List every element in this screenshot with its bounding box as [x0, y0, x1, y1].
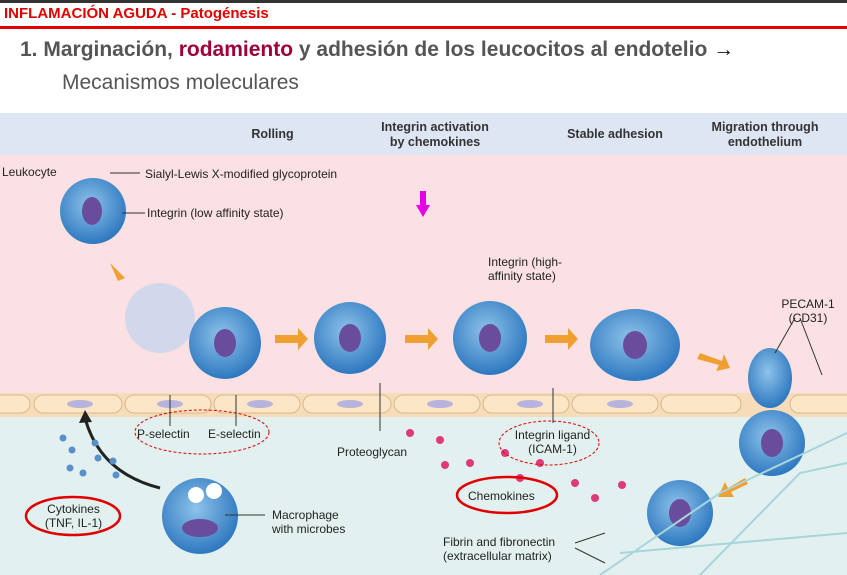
arrow-icon: →	[713, 38, 735, 61]
endothelium	[0, 393, 847, 417]
stage-migration: Migration through endothelium	[711, 120, 819, 149]
label-integrin-high: Integrin (high-affinity state)	[488, 255, 563, 283]
label-cytokines: Cytokines (TNF, IL-1)	[44, 502, 103, 530]
leukocyte-cells	[60, 178, 805, 554]
chemokine-dots	[406, 429, 626, 502]
divider	[0, 26, 847, 29]
label-fibrin: Fibrin and fibronectin (extracellular ma…	[443, 535, 556, 563]
stage-rolling: Rolling	[251, 127, 294, 141]
leader-lines	[110, 172, 823, 564]
fibrin-matrix	[599, 432, 847, 575]
top-bar	[0, 0, 847, 3]
label-chemokines: Chemokines	[468, 489, 535, 503]
title-prefix: 1. Marginación,	[20, 38, 179, 61]
label-p-selectin: P-selectin	[137, 427, 190, 441]
arrowhead-icon	[79, 410, 92, 423]
leukocyte-adhesion-diagram	[0, 113, 847, 575]
title-suffix: y adhesión de los leucocitos al endoteli…	[293, 38, 714, 61]
pointer-arrow-icon	[416, 191, 430, 217]
header-band	[0, 113, 847, 155]
stage-stable-adhesion: Stable adhesion	[567, 127, 663, 141]
label-leukocyte: Leukocyte	[2, 165, 57, 179]
label-proteoglycan: Proteoglycan	[337, 445, 408, 459]
title-highlight: rodamiento	[178, 38, 294, 61]
label-integrin-ligand: Integrin ligand (ICAM-1)	[514, 428, 591, 456]
section-title: INFLAMACIÓN AGUDA - Patogénesis	[4, 5, 269, 22]
label-pecam: PECAM-1 (CD31)	[781, 297, 835, 325]
label-e-selectin: E-selectin	[208, 427, 261, 441]
stage-integrin-activation: Integrin activation by chemokines	[381, 120, 489, 149]
label-sialyl-lewis: Sialyl-Lewis X-modified glycoprotein	[145, 167, 338, 181]
label-macrophage: Macrophage with microbes	[272, 508, 346, 536]
slide-title: 1. Marginación, rodamiento y adhesión de…	[20, 38, 734, 62]
label-integrin-low: Integrin (low affinity state)	[147, 206, 284, 220]
cytokine-dots	[59, 434, 120, 479]
slide-subtitle: Mecanismos moleculares	[62, 71, 299, 94]
annotation-ellipses	[24, 409, 600, 537]
